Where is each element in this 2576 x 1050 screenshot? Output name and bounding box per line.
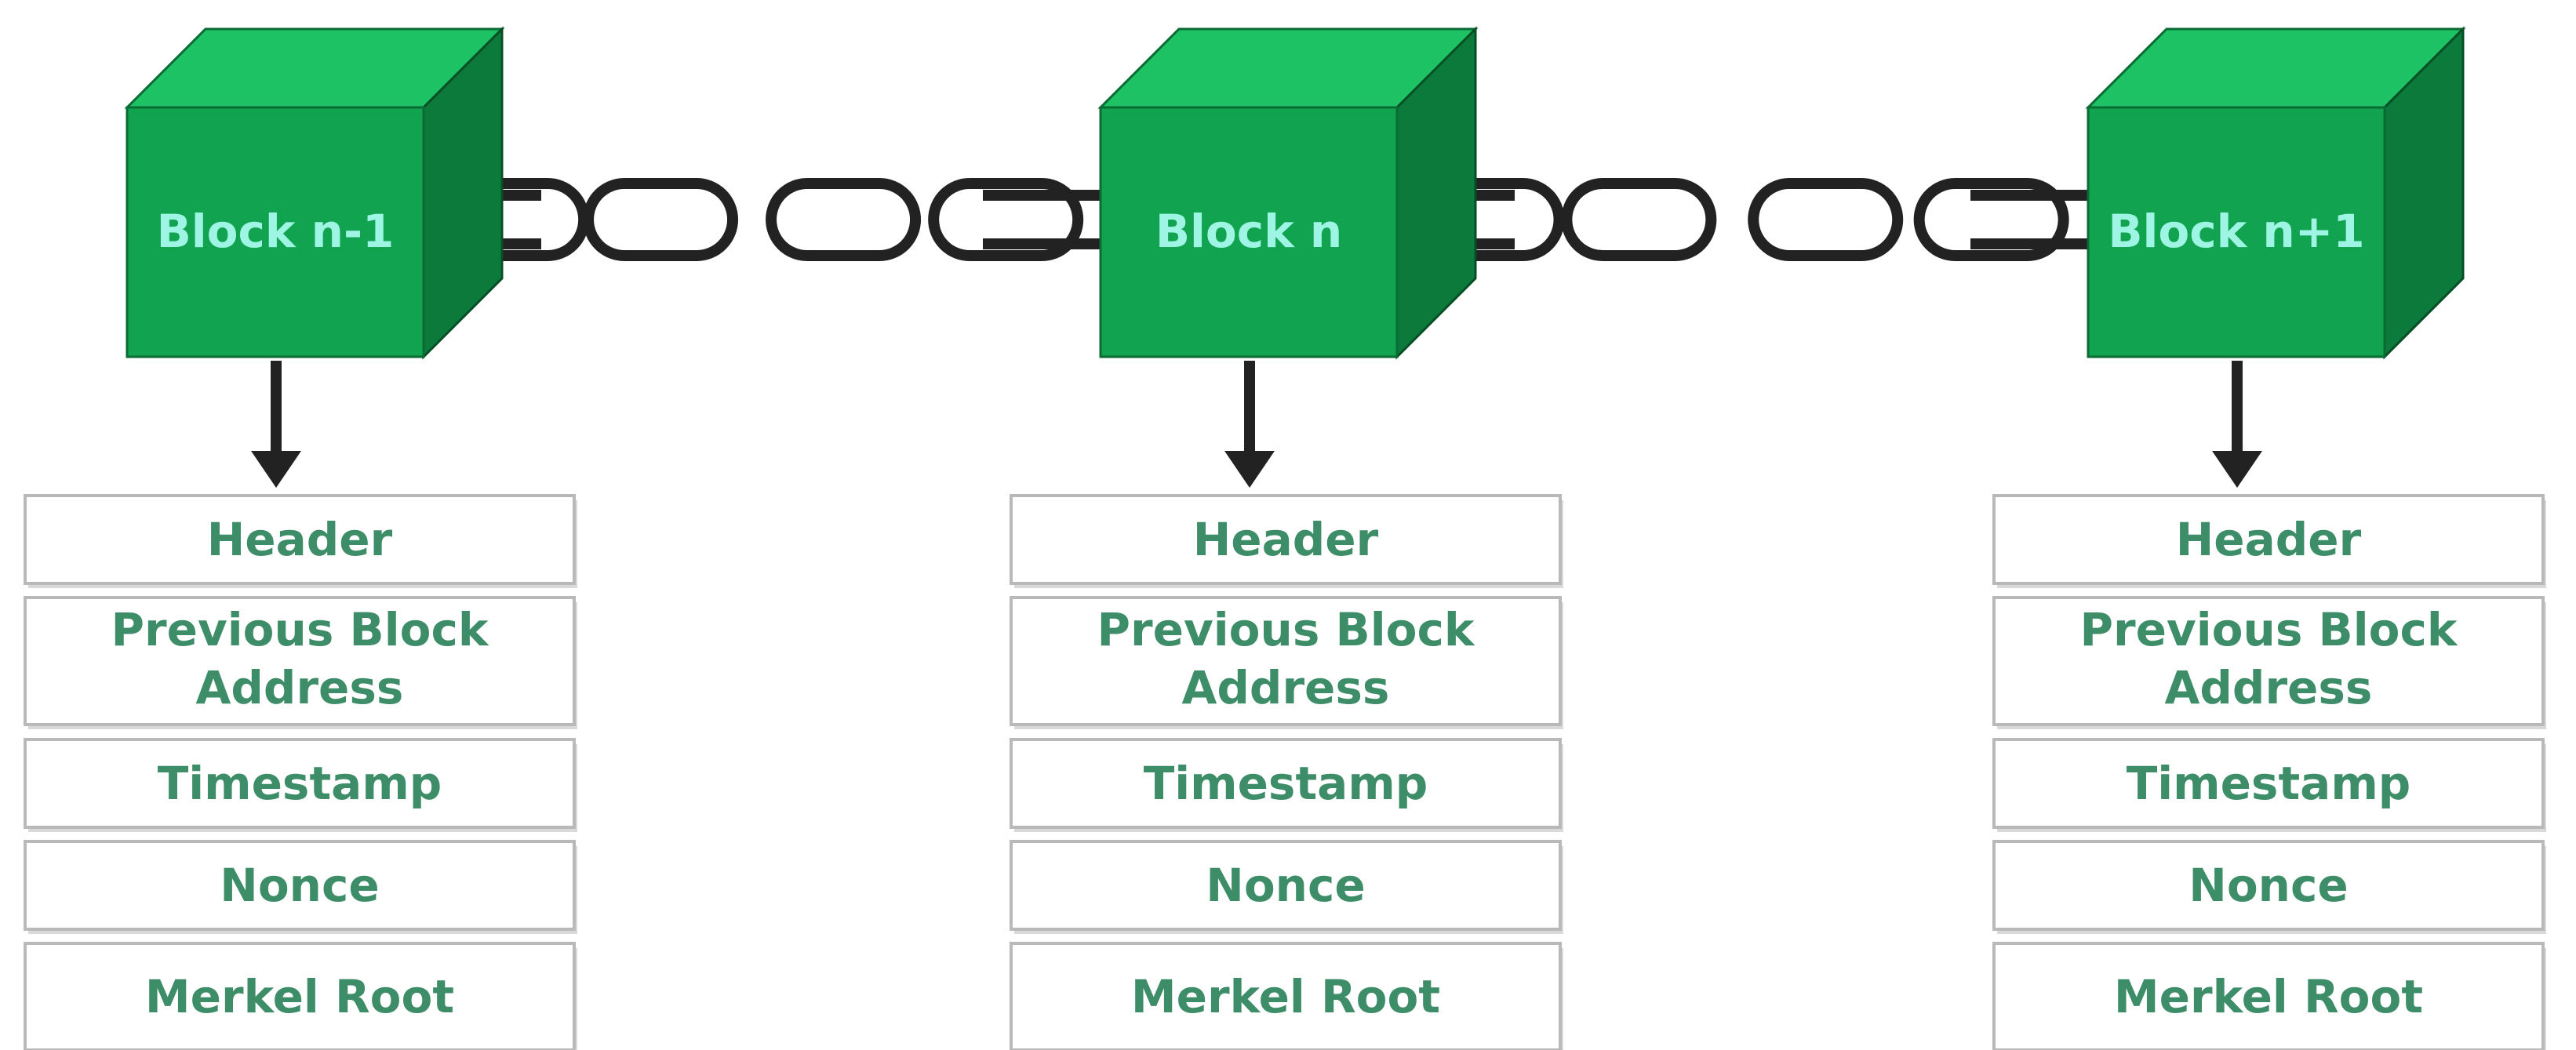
field-box: [1010, 494, 1562, 585]
chain-link: [1561, 178, 1717, 261]
arrow-down-icon: [2212, 361, 2262, 488]
field-box: [1992, 596, 2545, 726]
field-row-nonce: Nonce: [24, 840, 577, 934]
field-label: Timestamp: [2127, 757, 2411, 810]
arrow-down-icon: [1224, 361, 1275, 488]
chain-link: [928, 178, 1084, 261]
field-box: [24, 596, 576, 726]
cube-front-face: [2087, 106, 2386, 358]
field-label: Timestamp: [1144, 757, 1428, 810]
field-row-timestamp: Timestamp: [24, 738, 577, 832]
field-label-line2: Address: [1182, 661, 1390, 714]
field-box: [1992, 738, 2545, 829]
chain-link: [1913, 178, 2069, 261]
field-label: Merkel Root: [2114, 970, 2423, 1023]
field-box: [24, 738, 576, 829]
field-label: Merkel Root: [1131, 970, 1440, 1023]
field-label-line1: Previous Block: [111, 603, 489, 656]
cube-front-face: [126, 106, 425, 358]
field-row-header: Header: [1992, 494, 2546, 588]
field-box: [1992, 840, 2545, 931]
field-row-nonce: Nonce: [1992, 840, 2546, 934]
chain-link-icon: [1397, 178, 2088, 261]
chain-link: [583, 178, 739, 261]
field-label: Header: [1193, 513, 1379, 566]
field-box: [1010, 942, 1562, 1050]
field-row-header: Header: [1010, 494, 1563, 588]
field-box: [1992, 494, 2545, 585]
field-box: [24, 942, 576, 1050]
block-label: Block n: [1155, 205, 1342, 258]
block-cube-block-n: Block n: [1097, 26, 1479, 360]
field-label: Header: [2176, 513, 2362, 566]
field-row-timestamp: Timestamp: [1010, 738, 1563, 832]
field-label-line2: Address: [2165, 661, 2373, 714]
field-row-merkel-root: Merkel Root: [1010, 942, 1563, 1050]
field-label: Timestamp: [158, 757, 442, 810]
field-label: Nonce: [1206, 859, 1365, 912]
field-row-merkel-root: Merkel Root: [24, 942, 577, 1050]
cubes-layer: Block n-1 Block n Block n+1: [124, 26, 2466, 360]
arrows-layer: [251, 361, 2262, 488]
block-cube-block-n-1: Block n+1: [2085, 26, 2466, 360]
field-label-line2: Address: [196, 661, 404, 714]
field-row-timestamp: Timestamp: [1992, 738, 2546, 832]
field-label: Merkel Root: [145, 970, 454, 1023]
arrow-down-icon: [251, 361, 301, 488]
chain-link-icon: [424, 178, 1101, 261]
chain-link: [1748, 178, 1904, 261]
cube-front-face: [1099, 106, 1399, 358]
field-box: [24, 840, 576, 931]
field-box: [1010, 596, 1562, 726]
field-box: [1010, 738, 1562, 829]
block-label: Block n-1: [157, 205, 395, 258]
field-label-line1: Previous Block: [2080, 603, 2458, 656]
field-label: Nonce: [2189, 859, 2348, 912]
field-box: [1992, 942, 2545, 1050]
field-box: [1010, 840, 1562, 931]
field-label: Nonce: [220, 859, 379, 912]
chain-link: [766, 178, 922, 261]
field-row-nonce: Nonce: [1010, 840, 1563, 934]
field-row-header: Header: [24, 494, 577, 588]
field-box: [24, 494, 576, 585]
block-label: Block n+1: [2108, 205, 2364, 258]
block-cube-block-n-1: Block n-1: [124, 26, 505, 360]
field-row-merkel-root: Merkel Root: [1992, 942, 2546, 1050]
field-label: Header: [207, 513, 393, 566]
field-label-line1: Previous Block: [1097, 603, 1475, 656]
